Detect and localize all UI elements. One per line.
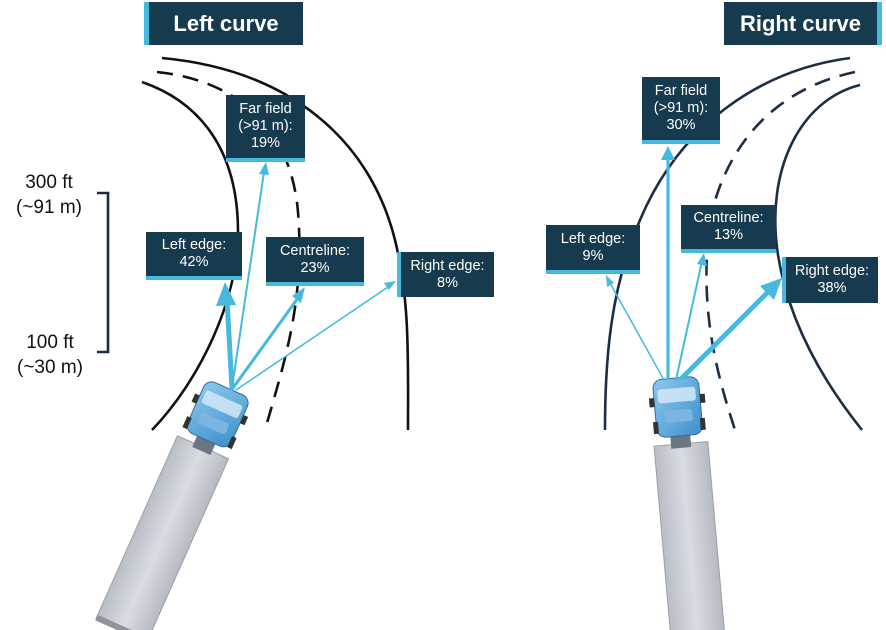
left-far-field-label: Far field (>91 m): 19% [226, 95, 305, 162]
label-value: 30% [666, 117, 696, 133]
label-line: Far field [654, 83, 708, 99]
label-line: Right edge: [794, 263, 870, 279]
label-value: 8% [437, 274, 458, 291]
right-right-edge-label: Right edge: 38% [782, 257, 878, 303]
right-arrow-right-edge [679, 287, 773, 381]
right-arrow-centreline [675, 260, 703, 381]
right-curve-left-edge-line [603, 56, 851, 431]
right-arrow-left-edge [609, 282, 665, 381]
label-line: Right edge: [410, 257, 485, 274]
label-line: Centreline: [693, 210, 764, 226]
label-value: 42% [179, 254, 209, 270]
left-centreline-label: Centreline: 23% [266, 237, 364, 286]
label-line: (>91 m): [653, 100, 709, 116]
left-arrow-centreline [231, 296, 300, 390]
distance-300ft-label: 300 ft (~91 m) [6, 170, 92, 220]
left-arrow-far-field [231, 171, 265, 389]
right-truck [648, 376, 726, 630]
left-arrow-left-edge [224, 297, 235, 391]
right-truck-cab [652, 376, 703, 438]
distance-metres: (~91 m) [16, 197, 82, 218]
right-curve-title: Right curve [724, 2, 882, 45]
label-value: 9% [582, 247, 604, 264]
right-centreline-label: Centreline: 13% [681, 205, 776, 253]
label-line: Left edge: [560, 230, 626, 247]
left-curve-right-edge-line [161, 56, 410, 431]
left-right-edge-label: Right edge: 8% [397, 252, 494, 297]
distance-feet: 300 ft [25, 172, 73, 193]
label-value: 19% [250, 135, 281, 151]
distance-feet: 100 ft [26, 332, 74, 353]
left-curve-centreline [156, 70, 301, 431]
left-truck [95, 381, 249, 630]
label-line: Left edge: [161, 237, 227, 253]
right-far-field-label: Far field (>91 m): 30% [642, 77, 720, 144]
right-truck-trailer [653, 440, 726, 630]
label-line: (>91 m): [238, 118, 293, 134]
label-line: Centreline: [279, 242, 351, 259]
left-arrow-right-edge [235, 286, 389, 391]
label-value: 13% [713, 227, 744, 243]
left-truck-cab [186, 381, 249, 448]
distance-bracket [97, 191, 110, 354]
label-value: 23% [300, 259, 330, 276]
left-gaze-arrows [216, 162, 396, 391]
left-truck-trailer [95, 435, 230, 630]
distance-metres: (~30 m) [17, 357, 83, 378]
distance-100ft-label: 100 ft (~30 m) [8, 330, 92, 380]
right-gaze-arrows [606, 146, 782, 381]
right-left-edge-label: Left edge: 9% [546, 225, 640, 274]
label-value: 38% [817, 280, 847, 296]
left-left-edge-label: Left edge: 42% [146, 232, 242, 280]
left-curve-title: Left curve [144, 2, 303, 45]
right-curve-right-edge-line [774, 83, 864, 431]
label-line: Far field [239, 101, 292, 117]
